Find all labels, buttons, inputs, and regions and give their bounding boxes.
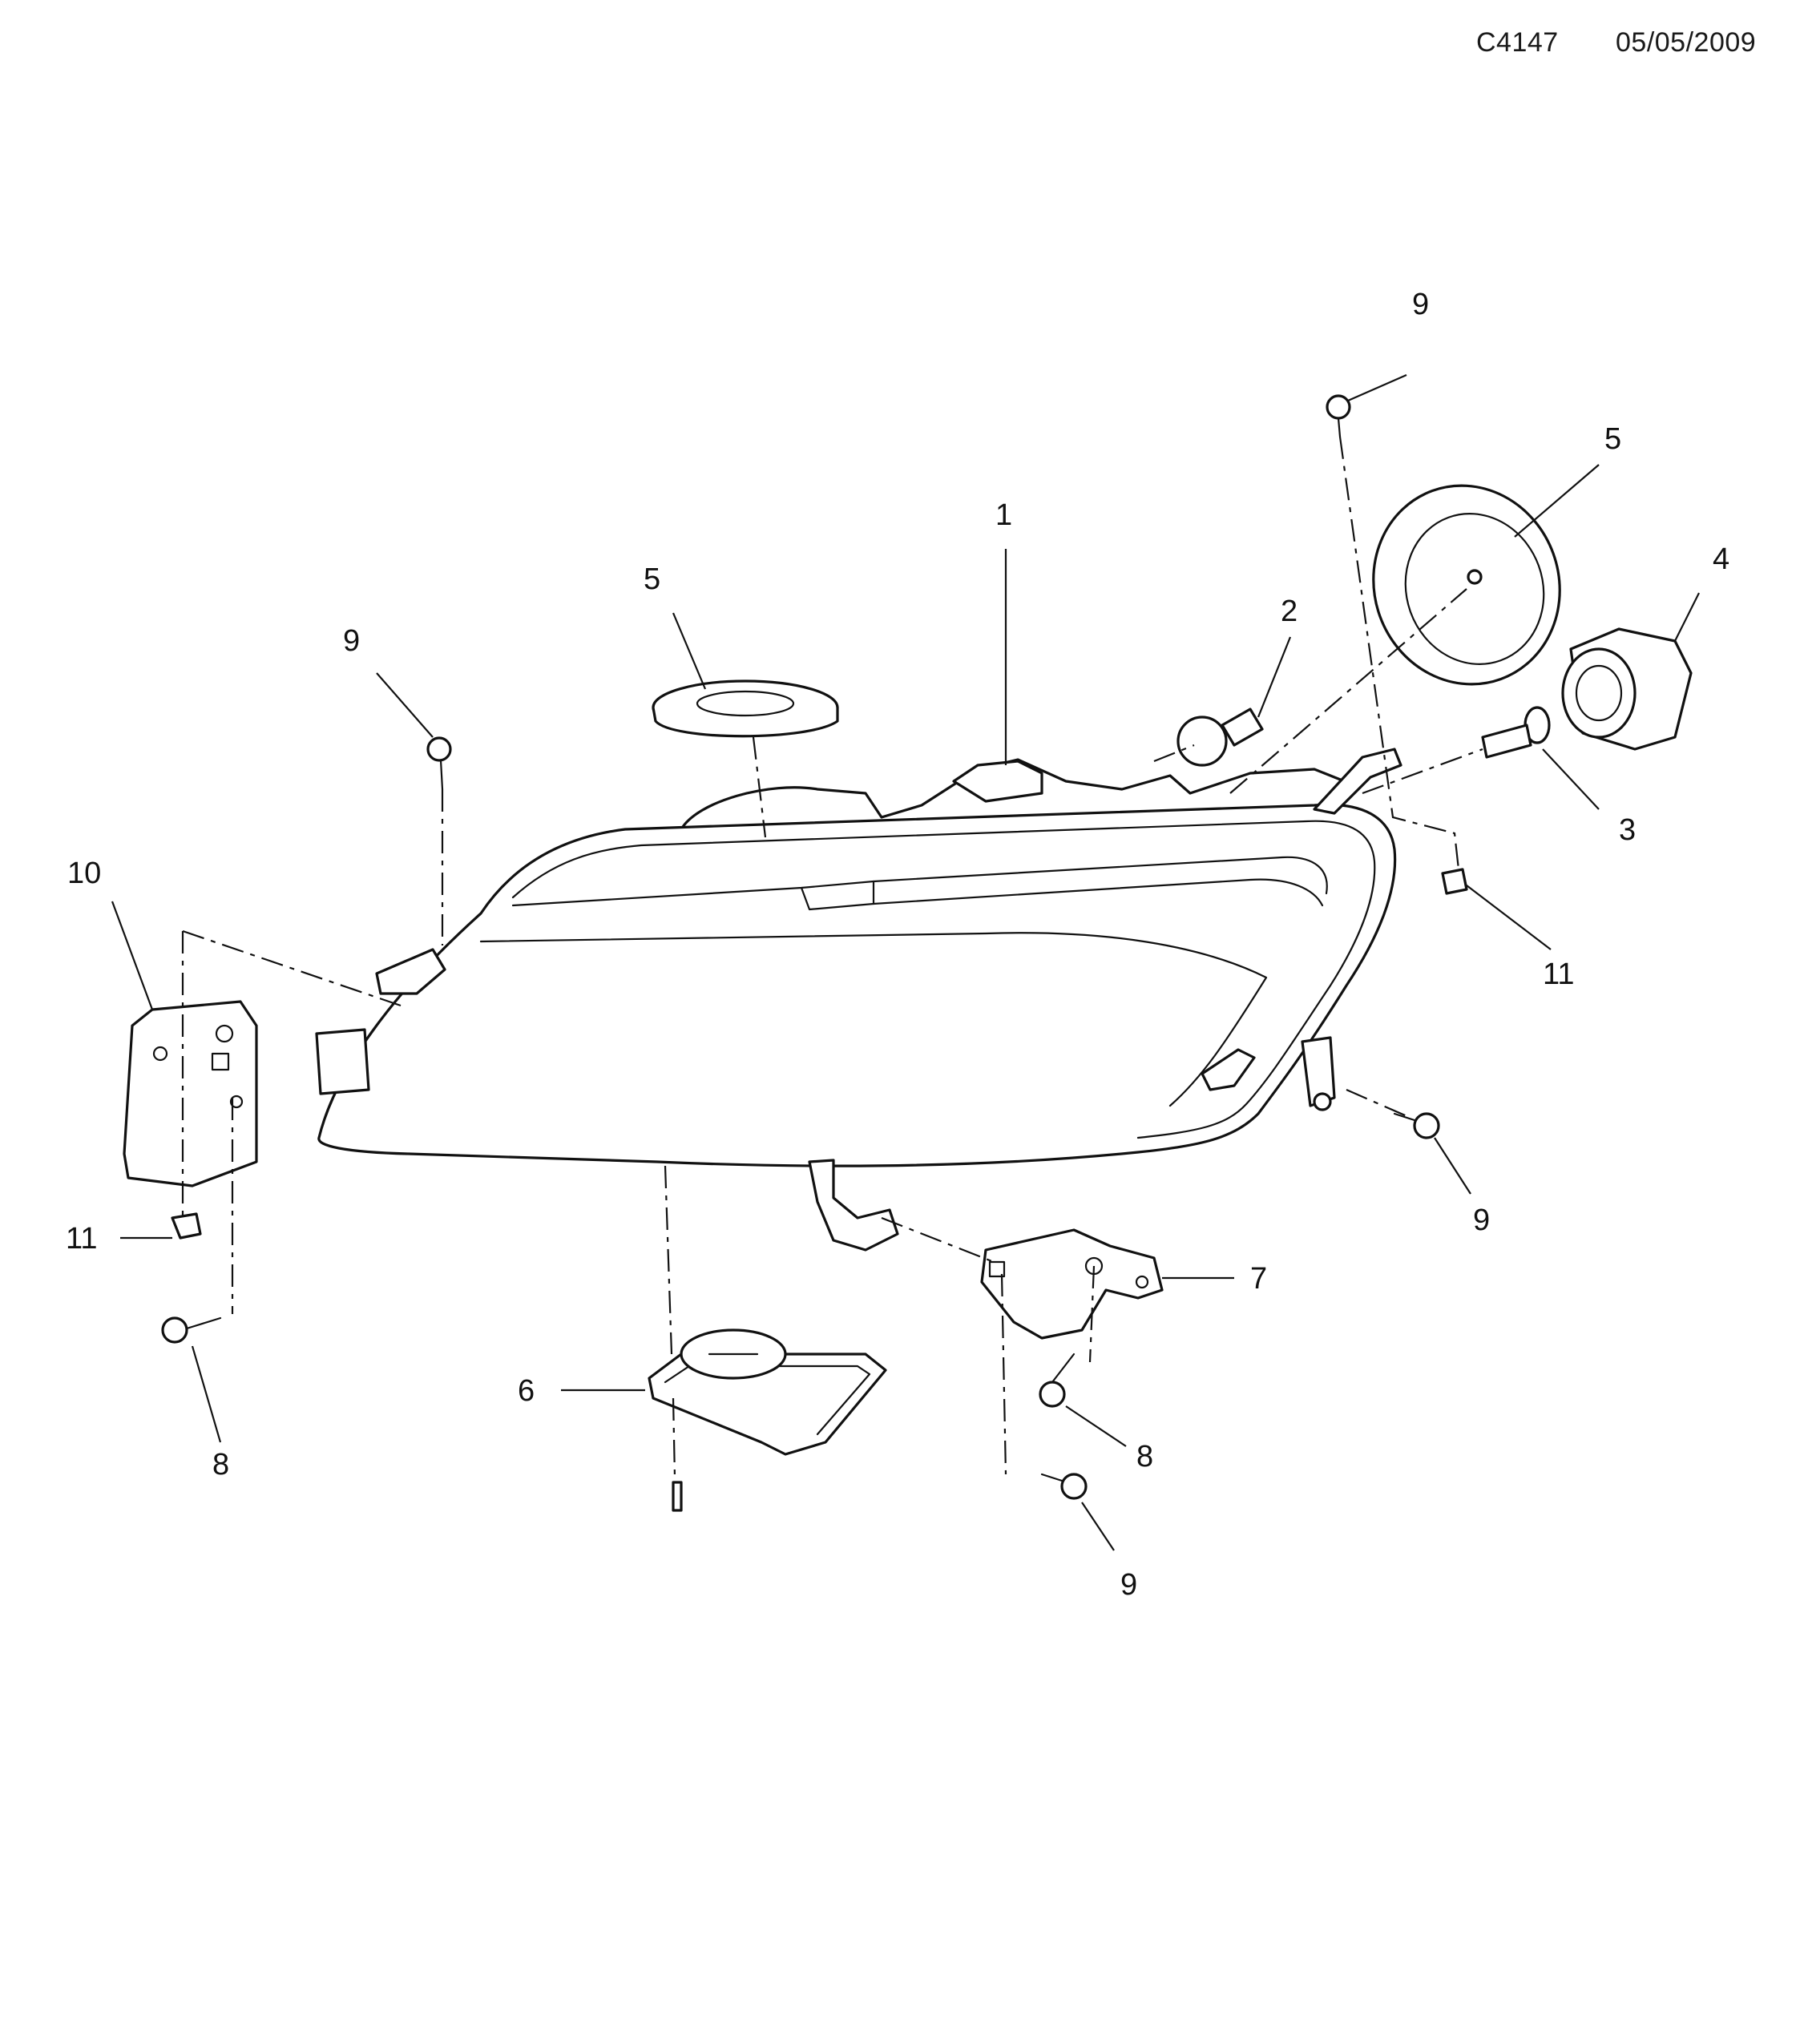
- callout-8-left: 8: [212, 1448, 229, 1482]
- callout-10: 10: [67, 857, 101, 890]
- callout-3: 3: [1619, 813, 1636, 847]
- callout-6: 6: [518, 1374, 535, 1408]
- assembly-line: [752, 736, 767, 838]
- assembly-line: [182, 929, 402, 1007]
- screw-9-left: [426, 736, 452, 791]
- mounting-bracket-right: [980, 1228, 1164, 1340]
- small-bulb: [1176, 708, 1264, 767]
- assembly-line: [1362, 748, 1483, 795]
- assembly-line: [1000, 1273, 1007, 1475]
- headlamp-housing: [315, 748, 1402, 1252]
- callout-9-bottom: 9: [1120, 1568, 1137, 1602]
- control-module: [648, 1328, 887, 1512]
- clip-left: [171, 1212, 202, 1240]
- mounting-bracket: [123, 1000, 258, 1187]
- callout-7: 7: [1250, 1262, 1267, 1296]
- drawing-date: 05/05/2009: [1616, 27, 1757, 58]
- clip-right: [1441, 868, 1468, 895]
- callout-11-right: 11: [1543, 957, 1574, 991]
- assembly-line: [1088, 1265, 1096, 1363]
- cover-cap-right: [1372, 484, 1561, 686]
- assembly-line: [664, 1165, 673, 1355]
- callout-9-top-right: 9: [1412, 288, 1429, 321]
- screw-9-right: [1393, 1112, 1440, 1139]
- callout-9-left: 9: [343, 624, 360, 658]
- callout-5-left: 5: [644, 562, 660, 596]
- assembly-line: [881, 1216, 995, 1264]
- callout-4: 4: [1713, 542, 1729, 576]
- bulb-socket: [1561, 627, 1693, 751]
- screw-9-bottom: [1040, 1473, 1088, 1500]
- leader-lines: [111, 373, 1700, 1551]
- assembly-line: [1229, 588, 1467, 794]
- assembly-line: [1346, 1088, 1411, 1119]
- cover-cap-left: [652, 679, 839, 738]
- bulb-capsule: [1481, 706, 1551, 759]
- drawing-code: C4147: [1476, 27, 1559, 58]
- assembly-line: [672, 1397, 676, 1479]
- callout-labels: 1 2 3 4 5 5 6 7 8 8 9 9 9 9 10 11 11: [66, 288, 1729, 1602]
- assembly-line: [1153, 744, 1195, 763]
- callout-8-right: 8: [1136, 1440, 1153, 1474]
- assembly-line: [1338, 436, 1460, 870]
- callout-1: 1: [995, 498, 1012, 532]
- screw-9-top-right: [1326, 394, 1351, 438]
- callout-2: 2: [1281, 595, 1298, 628]
- callout-9-right: 9: [1473, 1203, 1490, 1237]
- callout-5-right: 5: [1604, 422, 1621, 456]
- screw-8-left: [161, 1316, 222, 1344]
- callout-11-left: 11: [66, 1222, 97, 1256]
- screw-8-right: [1039, 1353, 1076, 1408]
